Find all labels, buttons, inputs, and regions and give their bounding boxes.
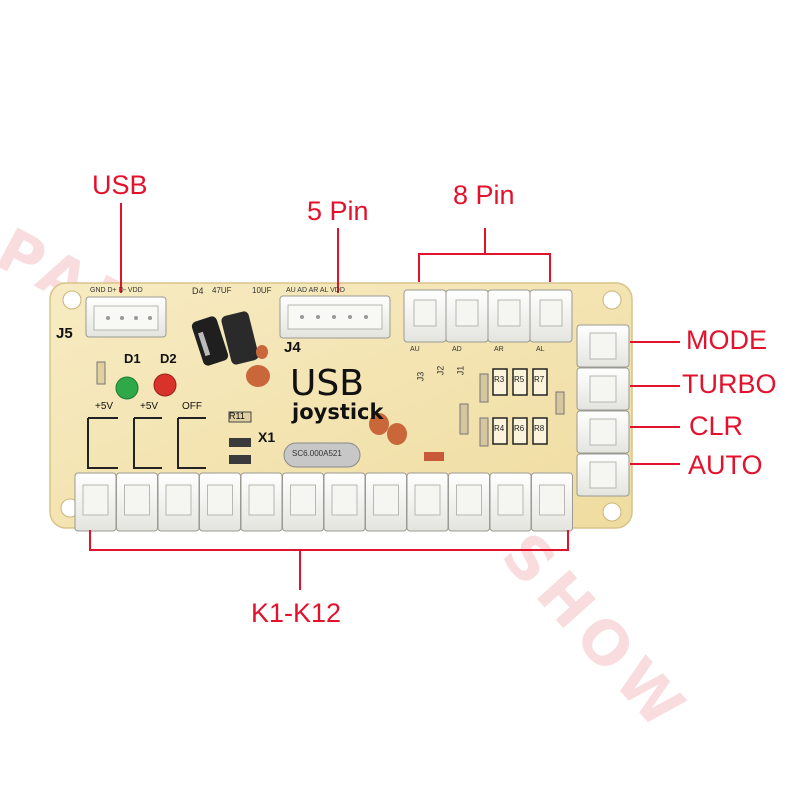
silk-r5: R5 bbox=[514, 375, 525, 384]
silk-j4-pins: AU AD AR AL VDD bbox=[286, 287, 345, 294]
silk-j1: J1 bbox=[455, 365, 466, 376]
five-pin-connector-j4 bbox=[279, 295, 391, 339]
green-led-d1 bbox=[115, 376, 139, 400]
resistors bbox=[96, 361, 565, 464]
silk-r4: R4 bbox=[494, 424, 505, 433]
ceramic-capacitor-2 bbox=[369, 413, 389, 435]
callout-lines bbox=[89, 203, 680, 590]
silk-ad: AD bbox=[452, 346, 462, 353]
label-k1-k12: K1-K12 bbox=[251, 598, 342, 628]
button-connector-socket-k12 bbox=[539, 484, 565, 516]
ceramic-capacitor-3 bbox=[387, 423, 407, 445]
silk-r11: R11 bbox=[229, 411, 245, 421]
silk-cap-47uf: 47UF bbox=[212, 286, 232, 295]
silk-r8: R8 bbox=[534, 424, 545, 433]
board-logo-joystick: joystick bbox=[292, 400, 384, 424]
label-auto: AUTO bbox=[688, 450, 763, 480]
button-connector-socket-k3 bbox=[165, 484, 192, 516]
button-connector-socket-k6 bbox=[290, 484, 316, 516]
smd-resistor-pads bbox=[492, 368, 548, 445]
silk-usb-pins: GND D+ D- VDD bbox=[90, 287, 143, 294]
red-led-d2 bbox=[153, 373, 177, 397]
silk-plus5v-b: +5V bbox=[140, 401, 159, 412]
button-connector-socket-k5 bbox=[248, 484, 275, 516]
mount-hole-bottom-right bbox=[602, 502, 622, 522]
silk-j3: J3 bbox=[415, 371, 426, 382]
silk-r7: R7 bbox=[534, 375, 545, 384]
label-mode: MODE bbox=[686, 325, 767, 355]
silk-j4: J4 bbox=[284, 339, 301, 356]
button-connector-socket-k7 bbox=[331, 484, 358, 516]
silk-off: OFF bbox=[182, 401, 202, 412]
silk-x1: X1 bbox=[258, 429, 276, 445]
silk-plus5v-a: +5V bbox=[95, 401, 114, 412]
button-connector-socket-k11 bbox=[497, 484, 524, 516]
mount-hole-top-left bbox=[62, 290, 82, 310]
button-connector-socket-k10 bbox=[456, 484, 482, 516]
label-usb: USB bbox=[92, 170, 148, 200]
silk-d4: D4 bbox=[192, 286, 204, 296]
silk-ar: AR bbox=[494, 346, 504, 353]
silk-au: AU bbox=[410, 346, 420, 353]
button-connector-socket-k2 bbox=[124, 484, 150, 516]
eight-pin-connectors bbox=[403, 289, 573, 343]
ceramic-capacitor-1 bbox=[246, 365, 270, 387]
label-clr: CLR bbox=[689, 411, 744, 441]
silk-j5: J5 bbox=[56, 325, 73, 342]
crystal-oscillator bbox=[283, 442, 361, 468]
switch-footprints bbox=[87, 417, 206, 469]
label-turbo: TURBO bbox=[682, 369, 777, 399]
board-logo-usb: USB bbox=[290, 363, 364, 404]
usb-connector-j5 bbox=[85, 296, 167, 338]
silk-crystal: SC6.000A521 bbox=[292, 449, 342, 458]
silk-d2: D2 bbox=[160, 351, 177, 366]
button-connector-socket-k1 bbox=[82, 484, 109, 516]
electrolytic-capacitors bbox=[191, 311, 259, 366]
silk-r3: R3 bbox=[494, 375, 505, 384]
ceramic-capacitor-4 bbox=[256, 345, 268, 359]
right-side-connectors bbox=[576, 324, 630, 497]
silk-cap-10uf: 10UF bbox=[252, 286, 272, 295]
button-connector-socket-k4 bbox=[207, 484, 233, 516]
label-8-pin: 8 Pin bbox=[453, 180, 515, 210]
silk-j2: J2 bbox=[435, 365, 446, 376]
silk-d1: D1 bbox=[124, 351, 141, 366]
label-5-pin: 5 Pin bbox=[307, 196, 369, 226]
button-connector-socket-k8 bbox=[373, 484, 399, 516]
button-connector-socket-k9 bbox=[414, 484, 441, 516]
silk-al: AL bbox=[536, 346, 545, 353]
mount-hole-top-right bbox=[602, 290, 622, 310]
bottom-button-connectors bbox=[74, 472, 573, 532]
silk-r6: R6 bbox=[514, 424, 525, 433]
